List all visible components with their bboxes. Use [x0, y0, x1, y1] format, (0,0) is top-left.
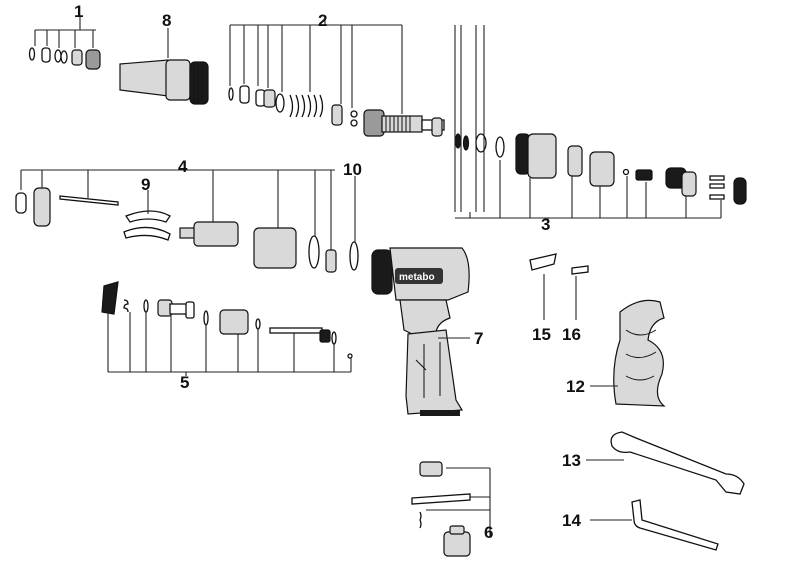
part-13-wrench	[586, 431, 745, 495]
callout-2: 2	[318, 11, 327, 30]
part-group-5	[101, 281, 353, 376]
part-10	[349, 176, 359, 271]
part-15-label-plate	[529, 253, 557, 320]
part-8-cylinder	[119, 28, 209, 105]
callout-5: 5	[180, 373, 189, 392]
callout-4: 4	[178, 157, 188, 176]
callout-15: 15	[532, 325, 551, 344]
part-group-3	[454, 25, 747, 222]
callout-1: 1	[74, 2, 83, 21]
part-16-label-plate	[571, 265, 589, 320]
part-7-tool-body: metabo	[371, 247, 470, 416]
callout-13: 13	[562, 451, 581, 470]
tool-brand-label: metabo	[399, 272, 435, 283]
callout-16: 16	[562, 325, 581, 344]
part-group-6	[411, 461, 491, 557]
part-12-grip	[590, 299, 666, 407]
callout-14: 14	[562, 511, 581, 530]
part-group-1	[28, 16, 101, 70]
callout-12: 12	[566, 377, 585, 396]
part-group-2	[228, 16, 445, 137]
part-14-hex-key	[590, 499, 719, 551]
callout-9: 9	[141, 175, 150, 194]
callout-7: 7	[474, 329, 483, 348]
part-9	[123, 190, 171, 241]
callout-6: 6	[484, 523, 493, 542]
callout-10: 10	[343, 160, 362, 179]
part-group-4	[15, 162, 337, 273]
callout-8: 8	[162, 11, 171, 30]
callout-3: 3	[541, 215, 550, 234]
